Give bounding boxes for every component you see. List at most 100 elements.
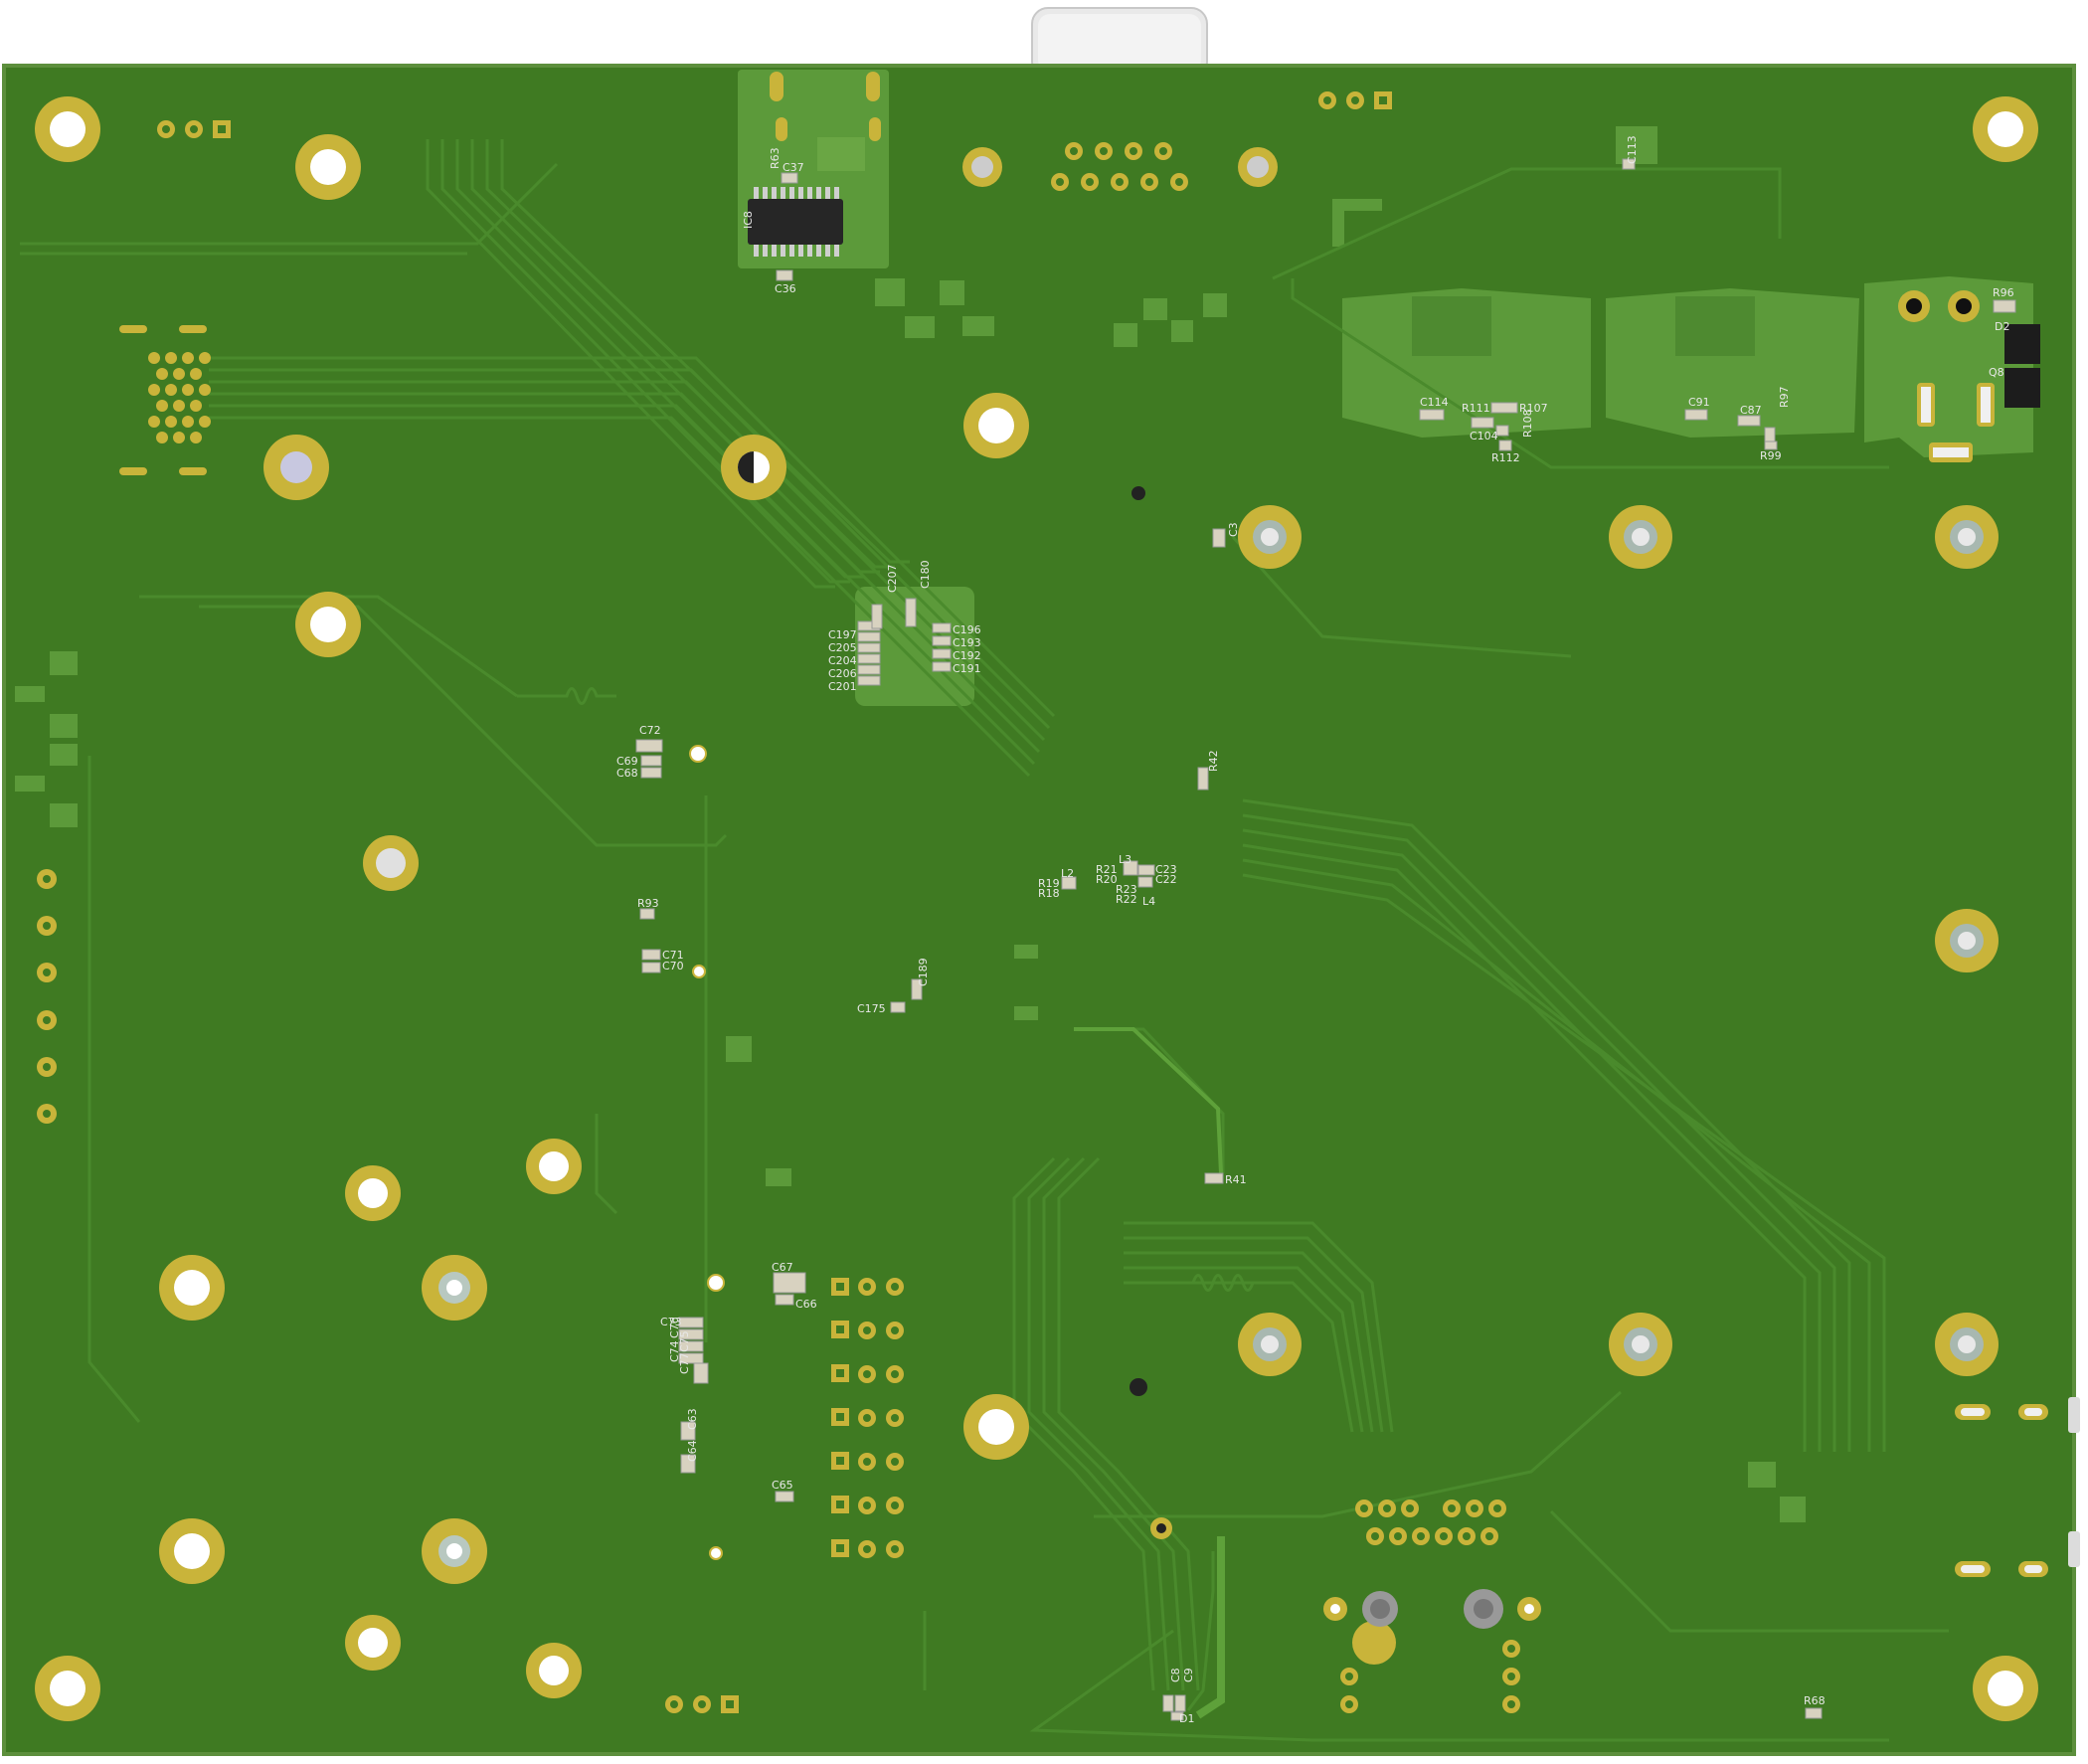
label-c175: C175	[857, 1002, 886, 1015]
label-r22: R22	[1116, 893, 1137, 906]
mounting-hole	[159, 1518, 225, 1584]
mounting-hole	[263, 435, 329, 500]
label-r111: R111	[1462, 402, 1490, 415]
mounting-hole	[963, 1394, 1029, 1460]
header-bottom-left	[665, 1695, 739, 1713]
label-r93: R93	[637, 897, 659, 910]
trace-bus-lower	[1012, 1156, 1394, 1691]
label-r108: R108	[1521, 409, 1534, 438]
white-vias	[689, 745, 725, 1560]
label-c205: C205	[828, 641, 857, 654]
label-c113: C113	[1626, 135, 1639, 164]
label-c76: C76	[668, 1317, 681, 1338]
standoff-holes	[962, 147, 1999, 1665]
label-r41: R41	[1225, 1173, 1247, 1186]
trace-thick-r41	[1074, 1027, 1223, 1174]
label-r96: R96	[1993, 286, 2014, 299]
label-c8: C8	[1169, 1668, 1182, 1682]
label-c73: C73	[660, 1316, 682, 1328]
smd-passives	[635, 158, 2016, 1721]
power-components	[1898, 290, 2040, 462]
standoff-hole	[1238, 505, 1302, 569]
label-r23: R23	[1116, 883, 1137, 896]
bga-connector-left	[119, 325, 211, 475]
label-l2: L2	[1061, 867, 1074, 880]
label-c64: C64	[686, 1440, 699, 1462]
mounting-hole	[345, 1165, 401, 1221]
label-c193: C193	[953, 636, 981, 649]
label-r107: R107	[1519, 402, 1548, 415]
trace-misc	[20, 162, 1949, 1742]
label-c197: C197	[828, 628, 857, 641]
trace-thick-d1	[1195, 1536, 1225, 1719]
label-c191: C191	[953, 662, 981, 675]
label-c36: C36	[775, 282, 796, 295]
trace-bus-mid	[209, 356, 1056, 778]
standoff-hole	[1238, 1313, 1302, 1376]
mounting-hole	[159, 1255, 225, 1321]
label-c207: C207	[886, 564, 899, 593]
oval-pads-right	[1955, 1404, 2048, 1577]
label-c74: C74	[668, 1340, 681, 1362]
trace-bus-diagonal-right	[1242, 798, 1886, 1452]
silkscreen-labels: IC8 R63 C37 C36 C113 R96 D2 Q8 C114 R111…	[616, 135, 2014, 1725]
mounting-hole	[1973, 96, 2038, 162]
label-c87: C87	[1740, 404, 1762, 417]
label-c63: C63	[686, 1408, 699, 1430]
label-ic8: IC8	[742, 211, 755, 229]
label-c196: C196	[953, 623, 981, 636]
header-top-center	[1051, 142, 1188, 191]
label-c75: C75	[678, 1330, 691, 1352]
label-r112: R112	[1491, 451, 1520, 464]
right-edge-tabs	[2068, 1397, 2080, 1567]
standoff-hole	[1935, 909, 1999, 972]
label-d2: D2	[1995, 320, 2009, 333]
header-top-right	[1318, 91, 1392, 109]
standoff-hole	[1238, 147, 1278, 187]
label-c69: C69	[616, 755, 638, 768]
label-c3: C3	[1227, 522, 1240, 537]
label-c192: C192	[953, 649, 981, 662]
mounting-hole	[526, 1643, 582, 1698]
label-r19: R19	[1038, 877, 1060, 890]
usb-pads	[770, 72, 881, 171]
label-c68: C68	[616, 767, 638, 780]
chip-ic8	[748, 187, 843, 257]
label-c23: C23	[1155, 863, 1177, 876]
header-grid-center	[831, 1278, 904, 1558]
label-r18: R18	[1038, 887, 1060, 900]
mounting-hole	[363, 835, 419, 891]
mounting-hole	[295, 134, 361, 200]
label-d1: D1	[1179, 1712, 1194, 1725]
label-q8: Q8	[1989, 366, 2004, 379]
label-c206: C206	[828, 667, 857, 680]
label-l3: L3	[1119, 853, 1131, 866]
mounting-hole	[295, 592, 361, 657]
label-r21: R21	[1096, 863, 1118, 876]
standoff-hole	[1935, 505, 1999, 569]
standoff-hole	[962, 147, 1002, 187]
label-c71: C71	[662, 949, 684, 962]
label-c114: C114	[1420, 396, 1449, 409]
label-r97: R97	[1778, 386, 1791, 408]
ring-pads-jack	[1150, 1517, 1541, 1621]
black-vias	[1130, 486, 1147, 1396]
mounting-hole	[345, 1615, 401, 1671]
label-c180: C180	[919, 560, 932, 589]
label-c22: C22	[1155, 873, 1177, 886]
header-left-column	[37, 869, 57, 1124]
trace-meander	[517, 687, 1293, 1292]
label-c67: C67	[772, 1261, 793, 1274]
standoff-hole	[1352, 1591, 1398, 1665]
label-r42: R42	[1207, 750, 1220, 772]
label-c37: C37	[783, 161, 804, 174]
mounting-holes	[35, 96, 2038, 1721]
mounting-hole	[963, 393, 1029, 458]
label-c77: C77	[678, 1352, 691, 1374]
standoff-hole	[1609, 505, 1672, 569]
mounting-hole	[526, 1139, 582, 1194]
label-c91: C91	[1688, 396, 1710, 409]
label-c189: C189	[917, 958, 930, 986]
